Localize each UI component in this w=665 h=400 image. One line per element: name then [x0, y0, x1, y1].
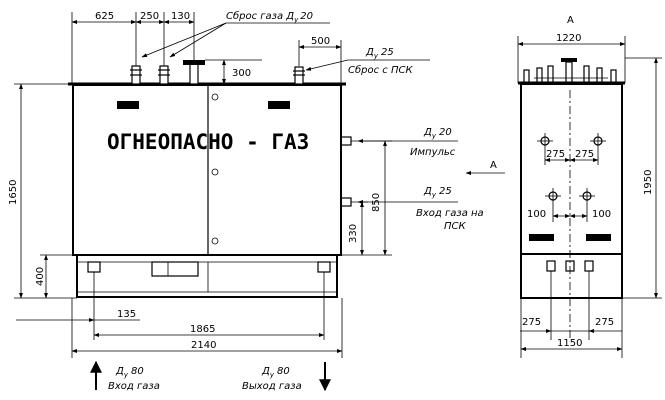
label-psk-inlet-1: Вход газа на — [416, 208, 484, 219]
label-view-a-title: А — [567, 15, 574, 26]
front-view: ОГНЕОПАСНО - ГАЗ — [68, 60, 352, 298]
dim-1150: 1150 — [557, 338, 582, 349]
dim-100-right: 100 — [592, 209, 611, 220]
dim-275-bottom-right: 275 — [595, 317, 614, 328]
vent-slot-right — [268, 101, 290, 109]
side-top-nozzles — [523, 58, 617, 85]
fitting-impulse — [340, 136, 352, 146]
dim-275-bottom-left: 275 — [522, 317, 541, 328]
label-view-a-arrow: А — [490, 160, 497, 171]
side-vent-slot-right — [586, 234, 611, 241]
fitting-psk-inlet — [340, 197, 352, 207]
side-cabinet-body — [520, 83, 623, 255]
label-vent-psk: Сброс с ПСК — [348, 64, 413, 76]
dim-1950: 1950 — [643, 170, 654, 195]
dim-100-left: 100 — [527, 209, 546, 220]
base-frame — [76, 254, 338, 298]
dim-135: 135 — [117, 309, 136, 320]
label-psk-inlet-2: ПСК — [444, 221, 467, 232]
dim-1650: 1650 — [8, 180, 19, 205]
side-base-frame — [520, 253, 623, 299]
side-vent-slot-left — [529, 234, 554, 241]
dim-1865: 1865 — [190, 324, 215, 335]
side-dimensions: 1220 1950 275 275 100 100 275 275 1150 — [517, 33, 662, 358]
vent-slot-left — [117, 101, 139, 109]
dim-130: 130 — [171, 11, 190, 22]
label-impulse: Импульс — [410, 147, 456, 158]
door-hinge-mid — [211, 168, 219, 176]
label-gas-out: Выход газа — [242, 381, 302, 392]
dim-250: 250 — [140, 11, 159, 22]
dim-275-right: 275 — [575, 149, 594, 160]
dim-300: 300 — [232, 68, 251, 79]
top-nozzles — [130, 60, 305, 85]
dim-500: 500 — [311, 36, 330, 47]
dim-330: 330 — [348, 224, 359, 243]
side-view-a: А — [518, 15, 625, 340]
door-hinge-bottom — [211, 237, 219, 245]
side-mounting-holes — [537, 133, 606, 204]
dim-400: 400 — [35, 267, 46, 286]
door-hinge-top — [211, 93, 219, 101]
label-gas-in: Вход газа — [108, 381, 160, 392]
cabinet-warning-text: ОГНЕОПАСНО - ГАЗ — [107, 130, 309, 154]
dim-1220: 1220 — [556, 33, 581, 44]
dim-275-left: 275 — [546, 149, 565, 160]
dim-2140: 2140 — [191, 340, 216, 351]
dim-850: 850 — [371, 193, 382, 212]
dim-625: 625 — [95, 11, 114, 22]
cabinet-body — [72, 84, 342, 256]
